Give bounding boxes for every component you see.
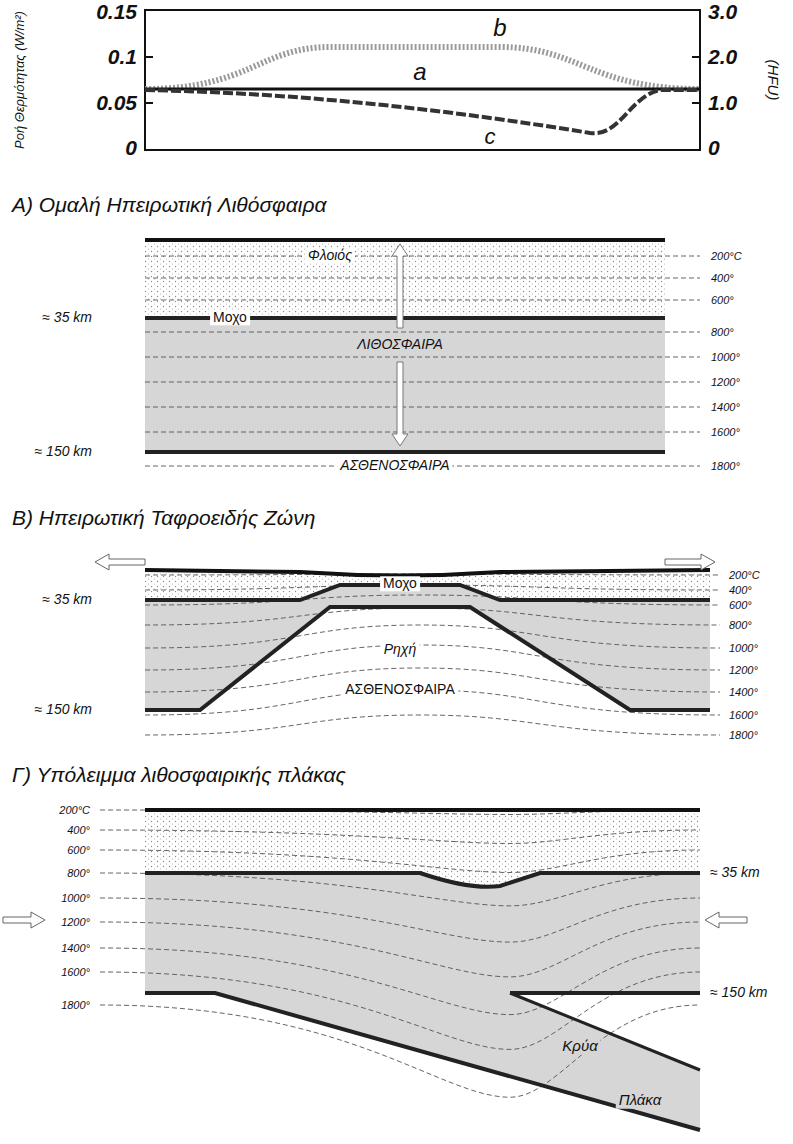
section-normal-lithosphere [145,240,700,466]
isotherm-label: 600° [64,844,93,856]
isotherm-label: 200°C [56,804,93,816]
depth-label: ≈ 35 km [42,310,92,325]
isotherm-label: 1000° [58,892,93,904]
depth-label: ≈ 150 km [35,444,92,459]
axis-tick: 3.0 [708,0,737,23]
axis-tick: 0.1 [108,45,137,68]
curve-label: b [493,15,506,41]
isotherm-label: 200°C [726,569,763,581]
panel-title: Γ) Υπόλειμμα λιθοσφαιρικής πλάκας [12,763,346,786]
section-slab-remnant [3,810,747,1130]
isotherm-label: 400° [726,584,755,596]
depth-label: ≈ 150 km [710,985,767,1000]
depth-label: ≈ 35 km [710,865,760,880]
isotherm-label: 1400° [726,686,761,698]
heat-flow-chart [145,10,700,150]
isotherm-label: 1800° [708,460,743,472]
axis-tick: 1.0 [708,91,737,114]
isotherm-label: 1000° [726,642,761,654]
isotherm-label: 1200° [726,664,761,676]
axis-title: (HFU) [765,60,782,101]
curve-label: a [413,59,426,85]
curve-label: c [485,125,496,149]
isotherm-label: 1400° [58,942,93,954]
isotherm-label: 600° [708,294,737,306]
axis-tick: 0 [125,136,137,159]
isotherm-label: 800° [726,619,755,631]
axis-tick: 0.15 [96,0,137,23]
panel-title: Α) Ομαλή Ηπειρωτική Λιθόσφαιρα [12,193,326,216]
isotherm-label: 1600° [726,709,761,721]
isotherm-label: 1400° [708,401,743,413]
layer-label: Φλοιός [305,248,355,263]
axis-tick: 2.0 [708,45,737,68]
depth-label: ≈ 35 km [42,592,92,607]
layer-label: Μοχο [210,310,250,325]
layer-label: Ρηχή [381,642,420,657]
isotherm-label: 800° [708,326,737,338]
isotherm-label: 1600° [708,426,743,438]
isotherm-label: 200°C [708,250,745,262]
isotherm-label: 1000° [708,351,743,363]
isotherm-label: 1200° [708,376,743,388]
isotherm-label: 800° [64,867,93,879]
isotherm-label: 600° [726,599,755,611]
isotherm-label: 400° [64,824,93,836]
layer-label: Μοχο [380,576,420,591]
axis-title: Ροή Θερμότητας (W/m²) [13,11,27,149]
layer-label: ΑΣΘΕΝΟΣΦΑΙΡΑ [342,682,458,697]
axis-tick: 0.05 [96,91,137,114]
slab-label: Πλάκα [616,1092,664,1109]
layer-label: ΑΣΘΕΝΟΣΦΑΙΡΑ [337,458,452,473]
section-rift-zone [95,554,720,735]
isotherm-label: 1200° [58,916,93,928]
panel-title: Β) Ηπειρωτική Ταφροειδής Ζώνη [12,506,315,529]
isotherm-label: 1800° [726,729,761,741]
isotherm-label: 400° [708,272,737,284]
isotherm-label: 1600° [58,966,93,978]
slab-label: Κρύα [559,1038,600,1055]
isotherm-label: 1800° [58,999,93,1011]
axis-tick: 0 [708,136,720,159]
depth-label: ≈ 150 km [35,702,92,717]
layer-label: ΛΙΘΟΣΦΑΙΡΑ [354,337,445,352]
